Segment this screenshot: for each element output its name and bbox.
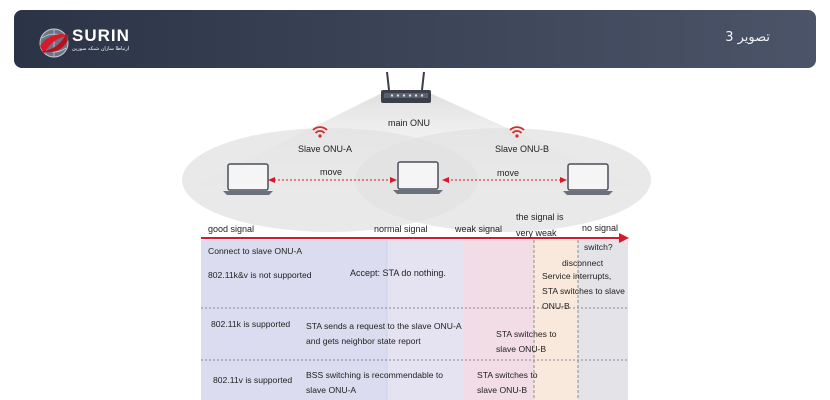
move-arrow-left [268,177,397,183]
band-good-signal [201,240,387,400]
row1-disconnect-label: disconnect [562,258,604,268]
move-label-right: move [497,168,520,178]
row1-switch-line2: ONU-B [542,301,570,311]
row1-condition-label: 802.11k&v is not supported [208,270,312,280]
slave-onu-a-label: Slave ONU-A [298,144,353,154]
roaming-diagram: main ONU Slave ONU-A Slave ONU-B move mo… [0,68,830,400]
slave-onu-b-wifi-icon [509,126,525,138]
row2-condition-label: 802.11k is supported [211,319,291,329]
band-normal-signal [387,240,464,400]
row2-result-line2: slave ONU-B [496,344,547,354]
laptop-center-icon [393,161,443,194]
row3-condition-label: 802.11v is supported [213,375,293,385]
laptop-left-icon [223,163,273,195]
laptop-right-icon [563,163,613,195]
row1-connect-label: Connect to slave ONU-A [208,246,303,256]
slave-onu-b-label: Slave ONU-B [495,144,550,154]
row1-switch-line1: STA switches to slave [542,286,625,296]
surin-globe-icon [39,28,70,58]
move-label-left: move [320,167,343,177]
signal-strength-arrow [201,233,629,243]
slave-onu-a-wifi-icon [312,126,328,138]
row3-action-line1: BSS switching is recommendable to [306,370,444,380]
row2-action-line1: STA sends a request to the slave ONU-A [306,321,462,331]
band-weak-signal [464,240,534,400]
band-no-signal [578,240,628,400]
very-weak-signal-label-2: very weak [516,228,557,238]
row1-accept-label: Accept: STA do nothing. [350,268,446,278]
main-onu-router-icon [381,71,431,103]
weak-signal-label: weak signal [455,224,503,234]
row3-action-line2: slave ONU-A [306,385,357,395]
row1-switch-question: switch? [584,242,613,252]
row3-result-line2: slave ONU-B [477,385,528,395]
band-very-weak-signal [534,240,578,400]
no-signal-label: no signal [582,223,619,233]
row2-result-line1: STA switches to [496,329,557,339]
brand-tagline: ارتباطا سازان شبکه سورین [72,46,130,52]
main-onu-label: main ONU [388,118,431,128]
good-signal-label: good signal [208,224,255,234]
diagram-graphics [182,71,651,400]
very-weak-signal-label-1: the signal is [516,212,564,222]
surin-logo[interactable]: SURIN ارتباطا سازان شبکه سورین [38,24,148,68]
row2-action-line2: and gets neighbor state report [306,336,421,346]
move-arrow-right [442,177,567,183]
figure-caption: تصویر 3 [725,30,770,45]
row1-interrupt-label: Service interrupts, [542,271,612,281]
header-bar: SURIN ارتباطا سازان شبکه سورین تصویر 3 [14,10,816,68]
row3-result-line1: STA switches to [477,370,538,380]
normal-signal-label: normal signal [374,224,428,234]
brand-name: SURIN [72,26,130,45]
